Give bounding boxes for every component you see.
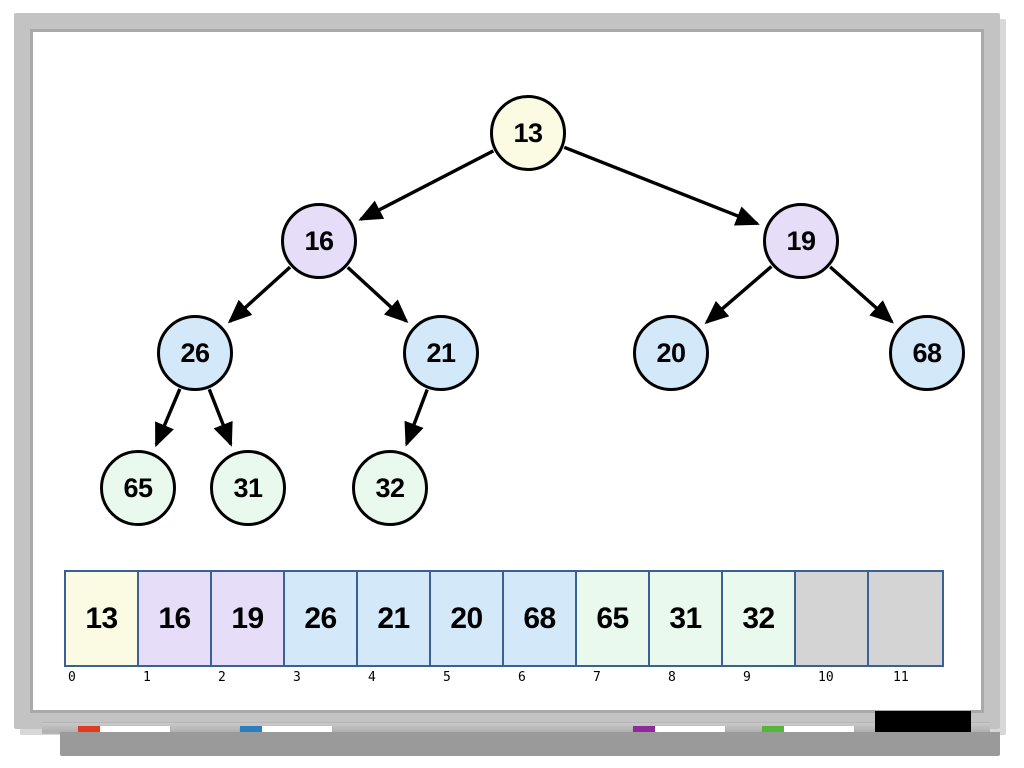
tree-edge-13-to-19 (563, 145, 760, 226)
array-cell-7[interactable]: 65 (577, 572, 650, 665)
array-index-label-10: 10 (818, 670, 834, 685)
tree-node-19[interactable]: 19 (763, 203, 839, 279)
tree-edge-26-to-65 (154, 388, 182, 448)
array-cell-1[interactable]: 16 (139, 572, 212, 665)
tree-edge-13-to-16 (358, 149, 495, 221)
tree-edge-21-to-32 (404, 388, 429, 447)
array-index-label-11: 11 (893, 670, 909, 685)
tree-node-label: 65 (123, 472, 153, 503)
tree-edge-16-to-26 (227, 265, 292, 324)
array-index-label-7: 7 (593, 670, 601, 685)
array-cell-row: 13 16 19 26 21 20 68 65 31 32 (64, 570, 944, 667)
tray-lip (60, 732, 1000, 756)
tree-node-26[interactable]: 26 (157, 315, 233, 391)
tree-node-68[interactable]: 68 (889, 315, 965, 391)
array-cell-4[interactable]: 21 (358, 572, 431, 665)
array-cell-11[interactable] (869, 572, 942, 665)
array-cell-value: 32 (742, 601, 775, 635)
array-cell-value: 20 (450, 601, 483, 635)
array-cell-value: 19 (231, 601, 264, 635)
tree-node-label: 68 (912, 337, 942, 368)
array-index-label-3: 3 (293, 670, 301, 685)
tree-node-13[interactable]: 13 (490, 95, 566, 171)
array-index-label-2: 2 (218, 670, 226, 685)
heap-array: 13 16 19 26 21 20 68 65 31 32 (64, 570, 944, 667)
tree-node-label: 21 (426, 337, 456, 368)
tree-edge-19-to-68 (829, 265, 894, 324)
array-index-row: 0 1 2 3 4 5 6 7 8 9 10 11 (64, 670, 964, 685)
array-cell-value: 13 (85, 601, 118, 635)
array-cell-value: 21 (377, 601, 410, 635)
tree-node-16[interactable]: 16 (281, 203, 357, 279)
array-cell-value: 26 (304, 601, 337, 635)
tree-edges (154, 145, 894, 448)
array-cell-5[interactable]: 20 (431, 572, 504, 665)
tree-node-label: 16 (304, 225, 334, 256)
array-index-label-9: 9 (743, 670, 751, 685)
array-cell-value: 31 (669, 601, 702, 635)
array-cell-9[interactable]: 32 (723, 572, 796, 665)
array-cell-2[interactable]: 19 (212, 572, 285, 665)
tree-node-21[interactable]: 21 (403, 315, 479, 391)
tree-node-label: 31 (233, 472, 263, 503)
array-cell-0[interactable]: 13 (66, 572, 139, 665)
tree-node-label: 32 (375, 472, 405, 503)
array-cell-6[interactable]: 68 (504, 572, 577, 665)
array-index-label-4: 4 (368, 670, 376, 685)
array-index-label-0: 0 (68, 670, 76, 685)
array-cell-3[interactable]: 26 (285, 572, 358, 665)
array-index-label-5: 5 (443, 670, 451, 685)
tree-edge-19-to-20 (704, 265, 773, 325)
tree-node-label: 20 (656, 337, 686, 368)
array-cell-8[interactable]: 31 (650, 572, 723, 665)
array-cell-value: 16 (158, 601, 191, 635)
tree-node-label: 19 (786, 225, 816, 256)
tree-node-label: 13 (513, 117, 543, 148)
tree-node-32[interactable]: 32 (352, 450, 428, 526)
array-index-label-6: 6 (518, 670, 526, 685)
tree-node-31[interactable]: 31 (210, 450, 286, 526)
array-cell-value: 68 (523, 601, 556, 635)
tree-node-65[interactable]: 65 (100, 450, 176, 526)
array-index-label-8: 8 (668, 670, 676, 685)
tray-rail (42, 723, 990, 732)
array-cell-value: 65 (596, 601, 629, 635)
array-cell-10[interactable] (796, 572, 869, 665)
tree-node-20[interactable]: 20 (633, 315, 709, 391)
tree-edge-26-to-31 (207, 388, 233, 447)
tree-node-label: 26 (180, 337, 210, 368)
array-index-label-1: 1 (143, 670, 151, 685)
tree-edge-16-to-21 (346, 266, 409, 324)
